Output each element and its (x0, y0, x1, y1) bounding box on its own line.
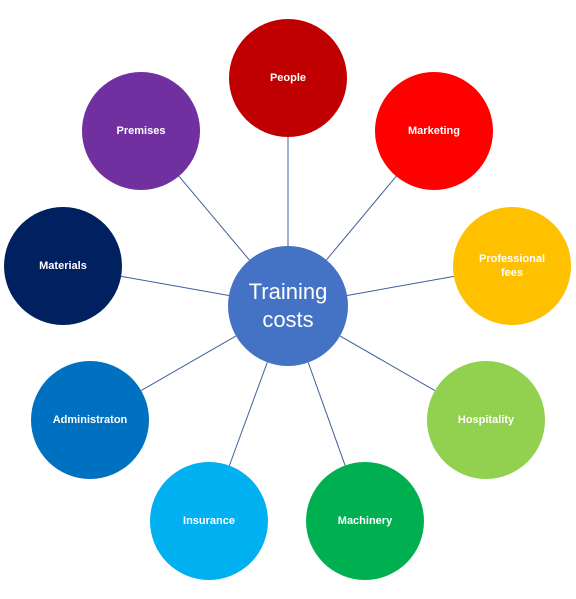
node-label-professional-fees-2: fees (501, 267, 523, 279)
node-premises: Premises (82, 72, 200, 190)
node-label-materials: Materials (39, 260, 87, 272)
node-machinery: Machinery (306, 462, 424, 580)
connector-machinery (307, 362, 346, 466)
node-hospitality: Hospitality (427, 361, 545, 479)
node-insurance: Insurance (150, 462, 268, 580)
node-label-machinery: Machinery (338, 515, 393, 527)
node-label-premises: Premises (117, 125, 166, 137)
node-label-insurance: Insurance (183, 515, 235, 527)
node-label-professional-fees-1: Professional (479, 253, 545, 265)
node-circle-administraton (31, 361, 149, 479)
node-circle-people (229, 19, 347, 137)
node-circle-professional-fees (453, 207, 571, 325)
node-label-administraton: Administraton (53, 414, 128, 426)
connector-hospitality (339, 335, 436, 391)
center-label-line1: Training (249, 279, 328, 304)
center-label-line2: costs (262, 307, 313, 332)
node-label-people: People (270, 72, 306, 84)
connector-administraton (140, 335, 237, 391)
node-circle-hospitality (427, 361, 545, 479)
node-marketing: Marketing (375, 72, 493, 190)
node-circle-insurance (150, 462, 268, 580)
node-label-hospitality: Hospitality (458, 414, 515, 426)
connector-lines (121, 137, 455, 466)
node-circle-materials (4, 207, 122, 325)
node-circle-premises (82, 72, 200, 190)
connector-premises (178, 175, 250, 261)
node-circle-machinery (306, 462, 424, 580)
connector-materials (121, 275, 230, 296)
center-circle (228, 246, 348, 366)
node-administraton: Administraton (31, 361, 149, 479)
node-professional-fees: Professional fees (453, 207, 571, 325)
center-node: Training costs (228, 246, 348, 366)
node-circle-marketing (375, 72, 493, 190)
node-label-marketing: Marketing (408, 125, 460, 137)
connector-professional-fees (346, 275, 455, 296)
connector-marketing (326, 175, 397, 261)
connector-insurance (228, 362, 268, 466)
node-materials: Materials (4, 207, 122, 325)
node-people: People (229, 19, 347, 137)
